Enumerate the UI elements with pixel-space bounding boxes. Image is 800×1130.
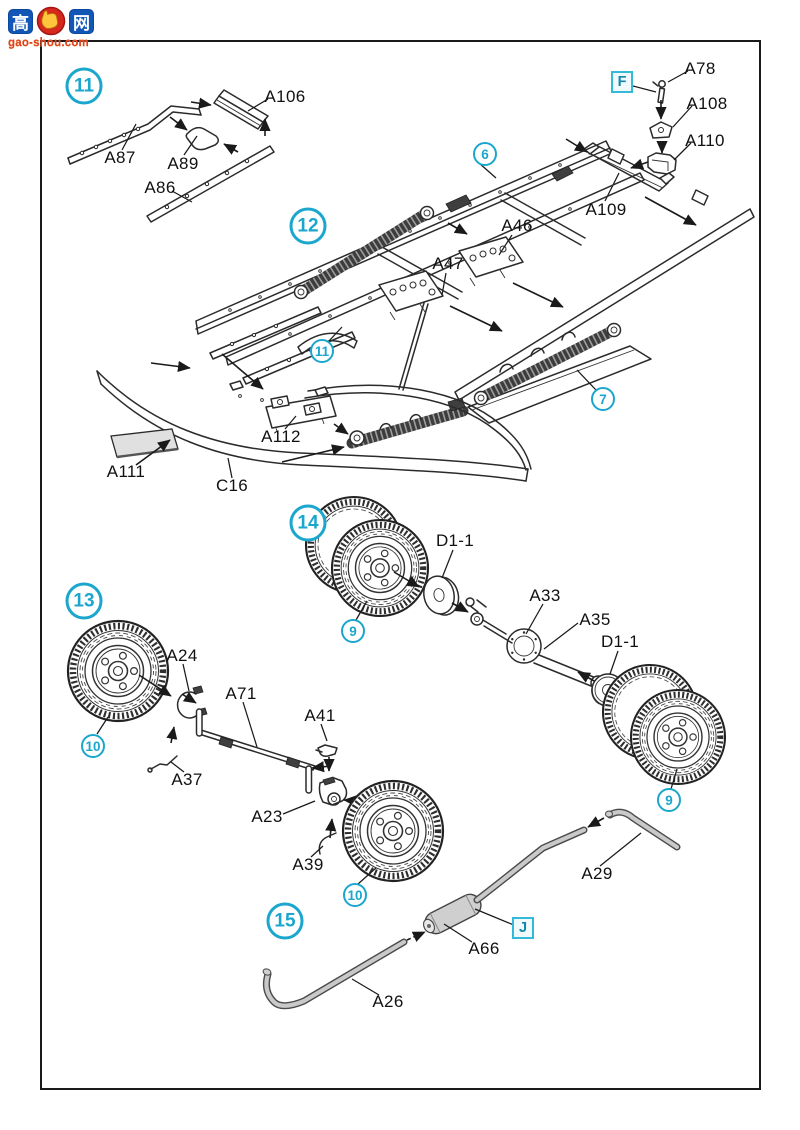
- part-label-a89: A89: [167, 154, 199, 173]
- callout-7: 7: [591, 387, 615, 411]
- part-label-a71: A71: [225, 684, 257, 703]
- part-label-a106: A106: [264, 87, 306, 106]
- part-label-c16: C16: [215, 476, 249, 495]
- part-label-a87: A87: [104, 148, 136, 167]
- part-label-a46: A46: [501, 216, 533, 235]
- part-label-a66: A66: [468, 939, 500, 958]
- logo-fist-icon: [36, 6, 66, 36]
- callout-9a: 9: [341, 619, 365, 643]
- callout-10b: 10: [343, 883, 367, 907]
- callout-10a: 10: [81, 734, 105, 758]
- part-label-a47: A47: [432, 254, 464, 273]
- step-number-13: 13: [65, 582, 103, 620]
- part-label-d11b: D1-1: [600, 632, 640, 651]
- callout-6: 6: [473, 142, 497, 166]
- callout-11: 11: [310, 339, 334, 363]
- part-label-a37: A37: [171, 770, 203, 789]
- part-label-a108: A108: [686, 94, 728, 113]
- step-number-11: 11: [65, 67, 103, 105]
- part-label-a109: A109: [585, 200, 627, 219]
- part-label-a41: A41: [304, 706, 336, 725]
- part-label-a110: A110: [685, 131, 725, 150]
- step-number-14: 14: [289, 504, 327, 542]
- watermark-logo: 高 网 gao-shou.com: [8, 6, 118, 49]
- step-number-12: 12: [289, 207, 327, 245]
- part-label-a78: A78: [684, 59, 716, 78]
- part-label-d11a: D1-1: [435, 531, 475, 550]
- part-label-a35: A35: [579, 610, 611, 629]
- part-label-a86: A86: [144, 178, 176, 197]
- part-label-a111: A111: [106, 462, 146, 481]
- tag-box-f: F: [611, 71, 633, 93]
- part-label-a23: A23: [251, 807, 283, 826]
- part-label-a112: A112: [261, 427, 301, 446]
- logo-tile-right: 网: [69, 8, 94, 34]
- step-number-15: 15: [266, 902, 304, 940]
- part-label-a29: A29: [581, 864, 613, 883]
- watermark-url: gao-shou.com: [8, 37, 89, 49]
- logo-tile-left: 高: [8, 8, 33, 34]
- tag-box-j: J: [512, 917, 534, 939]
- part-label-a39: A39: [292, 855, 324, 874]
- part-label-a26: A26: [372, 992, 404, 1011]
- part-label-a24: A24: [166, 646, 198, 665]
- callout-9b: 9: [657, 788, 681, 812]
- part-label-a33: A33: [529, 586, 561, 605]
